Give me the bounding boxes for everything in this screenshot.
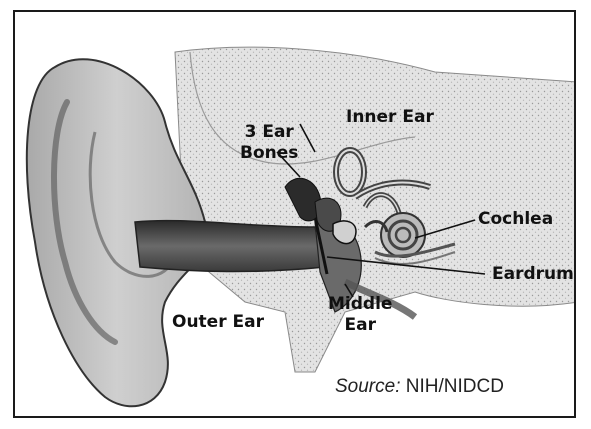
label-ear-bones: 3 Ear Bones [240,122,298,164]
diagram-frame: 3 Ear Bones Inner Ear Cochlea Eardrum Mi… [13,10,576,418]
label-inner-ear: Inner Ear [346,107,434,128]
label-ear-bones-line2: Bones [240,143,298,164]
label-middle-ear-line1: Middle [328,294,392,315]
label-eardrum: Eardrum [492,264,574,285]
ear-canal [135,221,325,272]
label-ear-bones-line1: 3 Ear [240,122,298,143]
label-middle-ear: Middle Ear [328,294,392,336]
label-middle-ear-line2: Ear [328,315,392,336]
source-credit: Source: NIH/NIDCD [335,376,504,398]
source-prefix: Source: [335,376,400,397]
source-text: NIH/NIDCD [400,376,503,397]
label-cochlea: Cochlea [478,209,553,230]
label-outer-ear: Outer Ear [172,312,264,333]
